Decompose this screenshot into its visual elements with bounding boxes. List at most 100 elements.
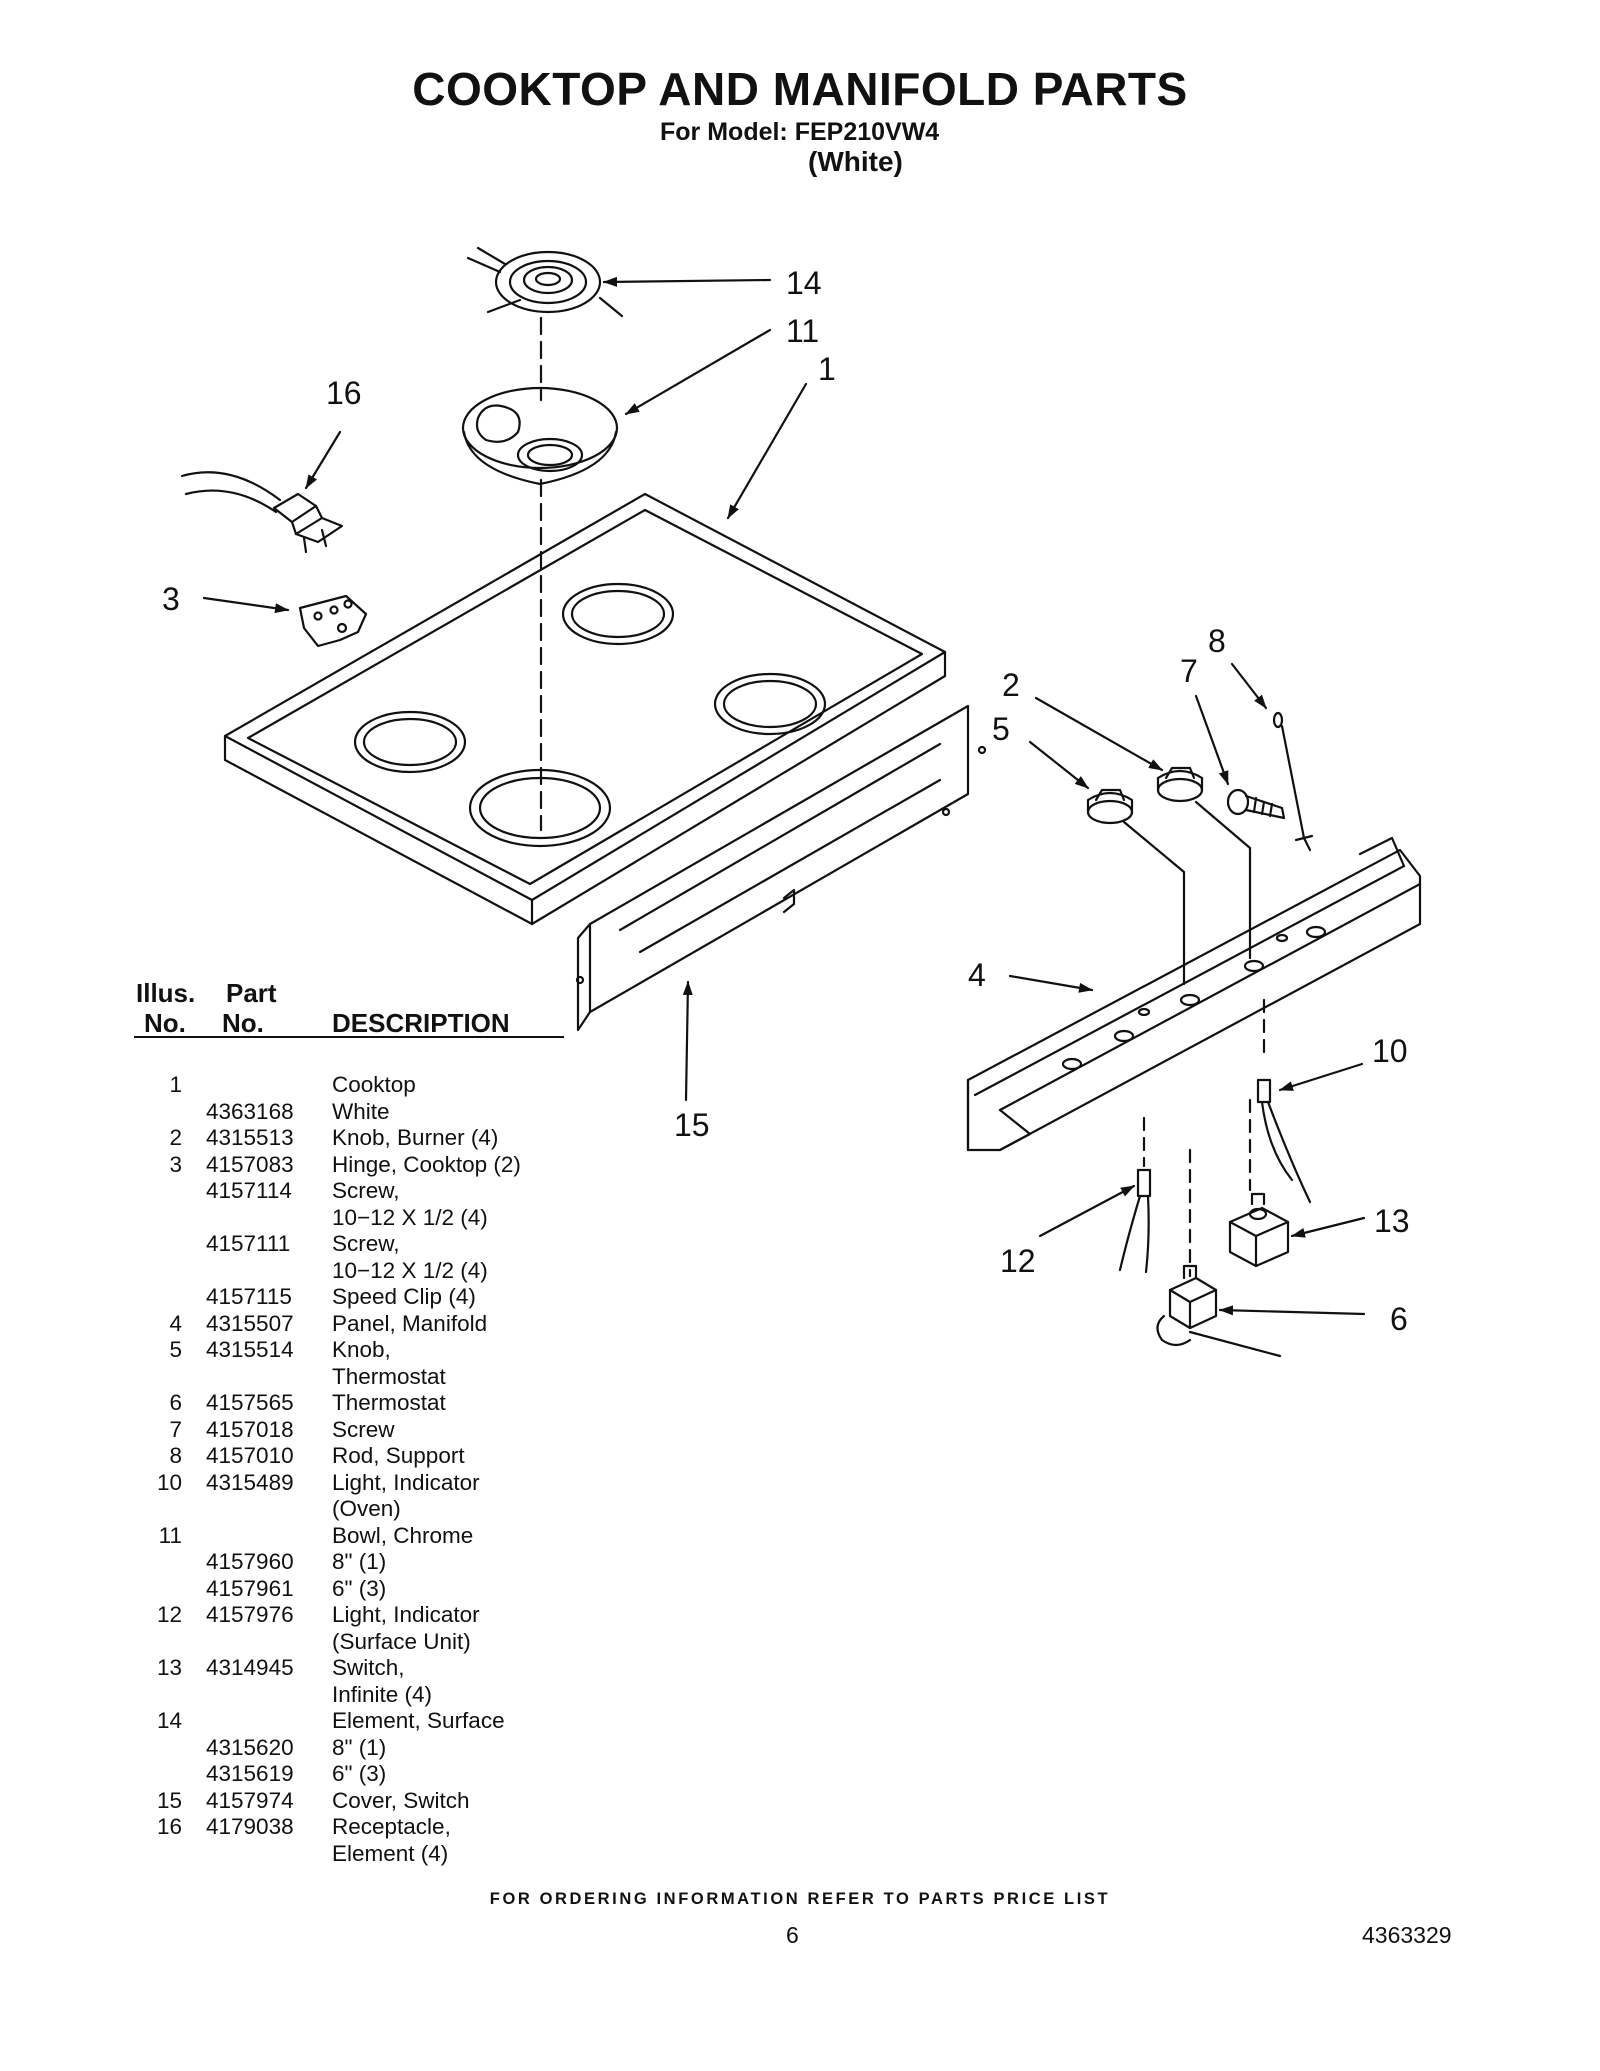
illus-number: 3 [169,1151,182,1177]
table-row: 12 4157976 Light, Indicator [0,1602,560,1629]
illus-number: 7 [169,1416,182,1442]
part-description: Light, Indicator [332,1602,480,1627]
table-row: (Surface Unit) [0,1629,560,1656]
illus-number: 6 [169,1390,182,1415]
part-number: 4315620 [206,1734,294,1760]
callout-7: 7 [1180,653,1198,689]
part-number: 4157115 [206,1284,292,1309]
cooktop-drawing [223,492,947,926]
part-description: Light, Indicator [332,1469,480,1495]
table-row: Infinite (4) [0,1682,560,1709]
indicator-light-oven-drawing [1256,998,1312,1204]
part-description: Hinge, Cooktop (2) [332,1151,521,1177]
part-number: 4315489 [206,1469,294,1495]
support-rod-drawing [1272,711,1314,852]
part-description: 6" (3) [332,1761,387,1786]
table-row: 3 4157083 Hinge, Cooktop (2) [0,1152,560,1179]
illus-number: 13 [156,1655,182,1680]
part-number: 4157114 [206,1178,292,1203]
table-row: Thermostat [0,1364,560,1391]
callout-4: 4 [968,957,986,993]
surface-element-drawing [466,246,624,318]
part-description: 8" (1) [332,1734,387,1760]
part-description: 10−12 X 1/2 (4) [332,1204,488,1230]
exploded-parts-diagram: 14 11 1 16 3 8 7 2 5 4 10 15 13 12 6 [162,246,1422,1358]
part-description: Screw [332,1416,395,1442]
part-number: 4179038 [206,1814,294,1839]
illus-number: 11 [158,1522,182,1548]
illus-number: 1 [169,1072,182,1097]
switch-cover-drawing [575,704,987,1032]
indicator-light-surface-drawing [1118,1116,1152,1274]
color-line: (White) [808,146,903,177]
part-number: 4315619 [206,1761,294,1786]
part-description: Infinite (4) [332,1681,433,1707]
part-number: 4363168 [206,1098,294,1124]
illus-number: 12 [156,1602,182,1627]
part-description: Knob, Burner (4) [332,1125,499,1150]
header-illus-no: No. [144,1008,186,1038]
table-row: 1 Cooktop [0,1072,560,1099]
part-description: Speed Clip (4) [332,1284,476,1309]
part-description: Element, Surface [332,1708,505,1733]
part-description: Panel, Manifold [332,1310,488,1336]
part-description: Cover, Switch [332,1787,470,1813]
callout-2: 2 [1002,667,1020,703]
part-number: 4157083 [206,1151,294,1177]
table-row: 4157114 Screw, [0,1178,560,1205]
part-description: Receptacle, [332,1814,451,1839]
part-description: Bowl, Chrome [332,1522,474,1548]
part-number: 4157974 [206,1787,294,1813]
illus-number: 2 [169,1125,182,1150]
table-row: 4315620 8" (1) [0,1735,560,1762]
table-row: 10−12 X 1/2 (4) [0,1205,560,1232]
table-row: 11 Bowl, Chrome [0,1523,560,1550]
part-description: 8" (1) [332,1549,387,1574]
callout-16: 16 [326,375,362,411]
callout-10: 10 [1372,1033,1408,1069]
table-row: 10−12 X 1/2 (4) [0,1258,560,1285]
part-description: Knob, [332,1337,391,1362]
part-number: 4157960 [206,1549,294,1574]
table-row: 16 4179038 Receptacle, [0,1814,560,1841]
header-illus: Illus. [136,978,196,1008]
part-description: Element (4) [332,1840,449,1866]
part-number: 4315513 [206,1125,294,1150]
infinite-switch-drawing [1228,1098,1290,1268]
knob-thermostat-drawing [1086,788,1186,986]
part-description: Screw, [332,1231,400,1256]
part-description: (Surface Unit) [332,1628,471,1654]
table-row: 4157111 Screw, [0,1231,560,1258]
table-row: 8 4157010 Rod, Support [0,1443,560,1470]
part-description: Cooktop [332,1072,416,1097]
part-description: Screw, [332,1178,400,1203]
header-part-no: No. [222,1008,264,1038]
illus-number: 8 [169,1443,182,1468]
part-number: 4157976 [206,1602,294,1627]
illus-number: 16 [156,1814,182,1839]
part-number: 4157961 [206,1575,294,1601]
part-number: 4157111 [206,1231,291,1256]
part-description: Rod, Support [332,1443,465,1468]
callout-11: 11 [786,313,819,349]
thermostat-drawing [1156,1148,1282,1358]
callout-6: 6 [1390,1301,1408,1337]
illus-number: 14 [156,1708,182,1733]
part-number: 4157010 [206,1443,294,1468]
table-row: 4157115 Speed Clip (4) [0,1284,560,1311]
part-number: 4315514 [206,1337,294,1362]
part-number: 4315507 [206,1310,294,1336]
knob-burner-drawing [1156,766,1252,960]
page-number: 6 [786,1922,799,1948]
leader-arrows [202,276,1366,1316]
hinge-drawing [298,594,368,648]
document-number: 4363329 [1362,1922,1452,1948]
manifold-panel-drawing [966,836,1422,1152]
